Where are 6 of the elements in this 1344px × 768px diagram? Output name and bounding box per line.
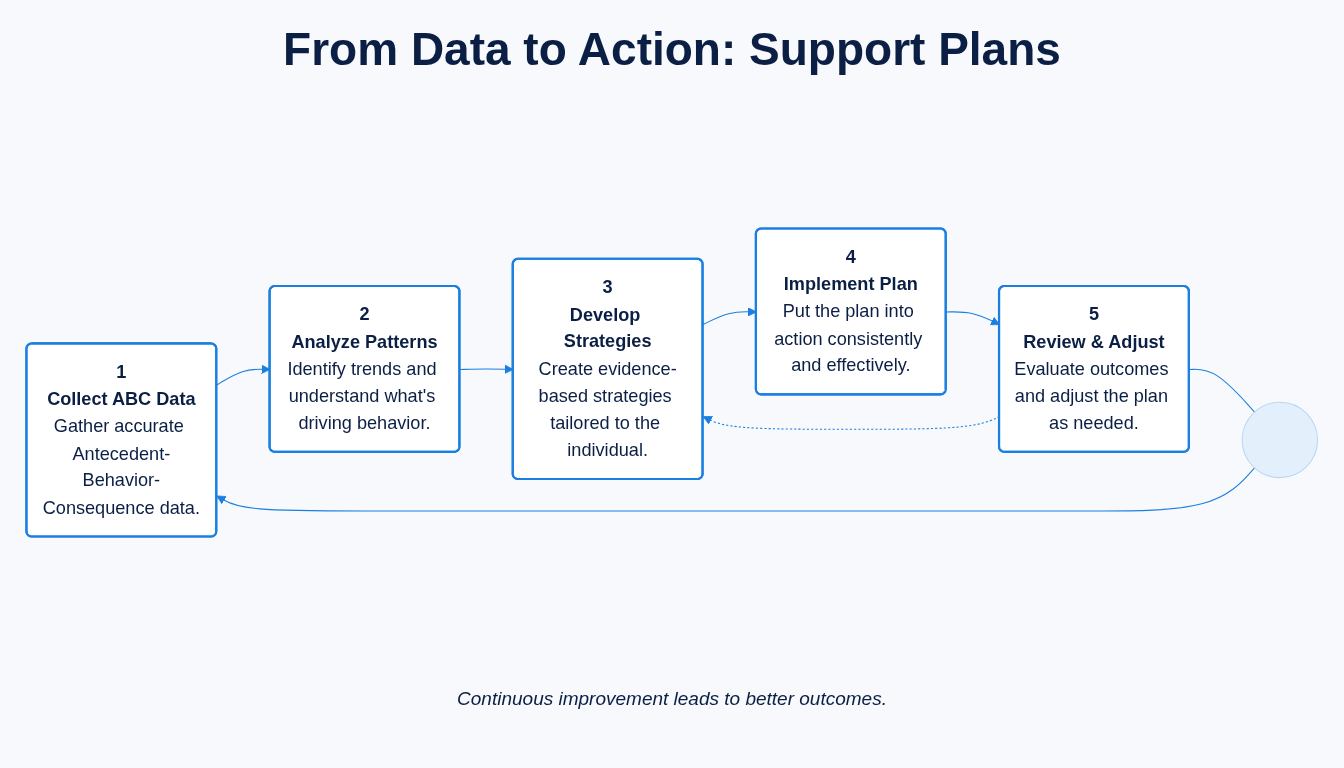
title: From Data to Action: Support Plans (283, 22, 1061, 76)
node-circle (1241, 401, 1319, 478)
arrow (216, 466, 1256, 512)
caption: Continuous improvement leads to better outcomes. (457, 688, 887, 710)
connector (1188, 368, 1256, 413)
arrow (945, 310, 1000, 325)
